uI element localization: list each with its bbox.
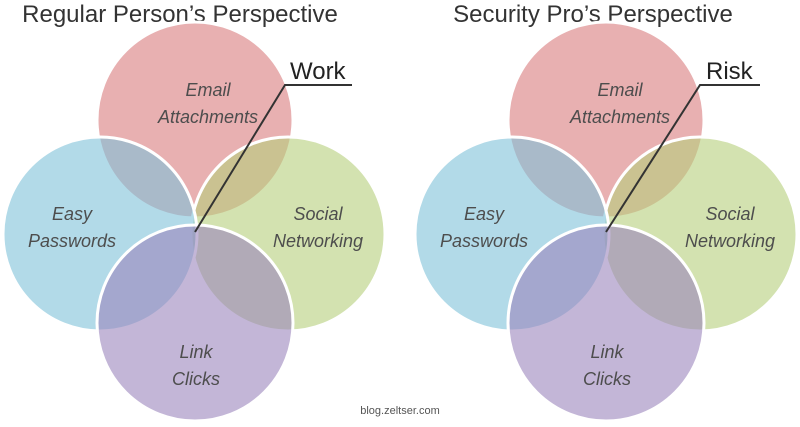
label-easy: Easy	[52, 204, 93, 224]
label-passwords: Passwords	[28, 231, 116, 251]
label-clicks: Clicks	[172, 369, 220, 389]
credit-text: blog.zeltser.com	[360, 405, 439, 417]
venn-diagram-security-pro: Security Pro’s Perspective Email Attachm…	[413, 1, 799, 423]
callout-label: Risk	[706, 58, 754, 85]
label-email: Email	[185, 80, 231, 100]
label-attachments: Attachments	[569, 107, 670, 127]
label-social: Social	[293, 204, 343, 224]
label-email: Email	[597, 80, 643, 100]
venn-diagram-regular-person: Regular Person’s Perspective Email Attac…	[1, 1, 387, 423]
label-passwords: Passwords	[440, 231, 528, 251]
label-networking: Networking	[685, 231, 775, 251]
label-link: Link	[179, 342, 213, 362]
label-clicks: Clicks	[583, 369, 631, 389]
callout-label: Work	[290, 58, 347, 85]
callout-leader-line	[605, 84, 760, 233]
label-social: Social	[705, 204, 755, 224]
circle-link-clicks	[506, 223, 706, 423]
circle-link-clicks	[95, 223, 295, 423]
label-link: Link	[590, 342, 624, 362]
label-easy: Easy	[464, 204, 505, 224]
label-networking: Networking	[273, 231, 363, 251]
label-attachments: Attachments	[157, 107, 258, 127]
callout-leader-line	[194, 84, 352, 233]
